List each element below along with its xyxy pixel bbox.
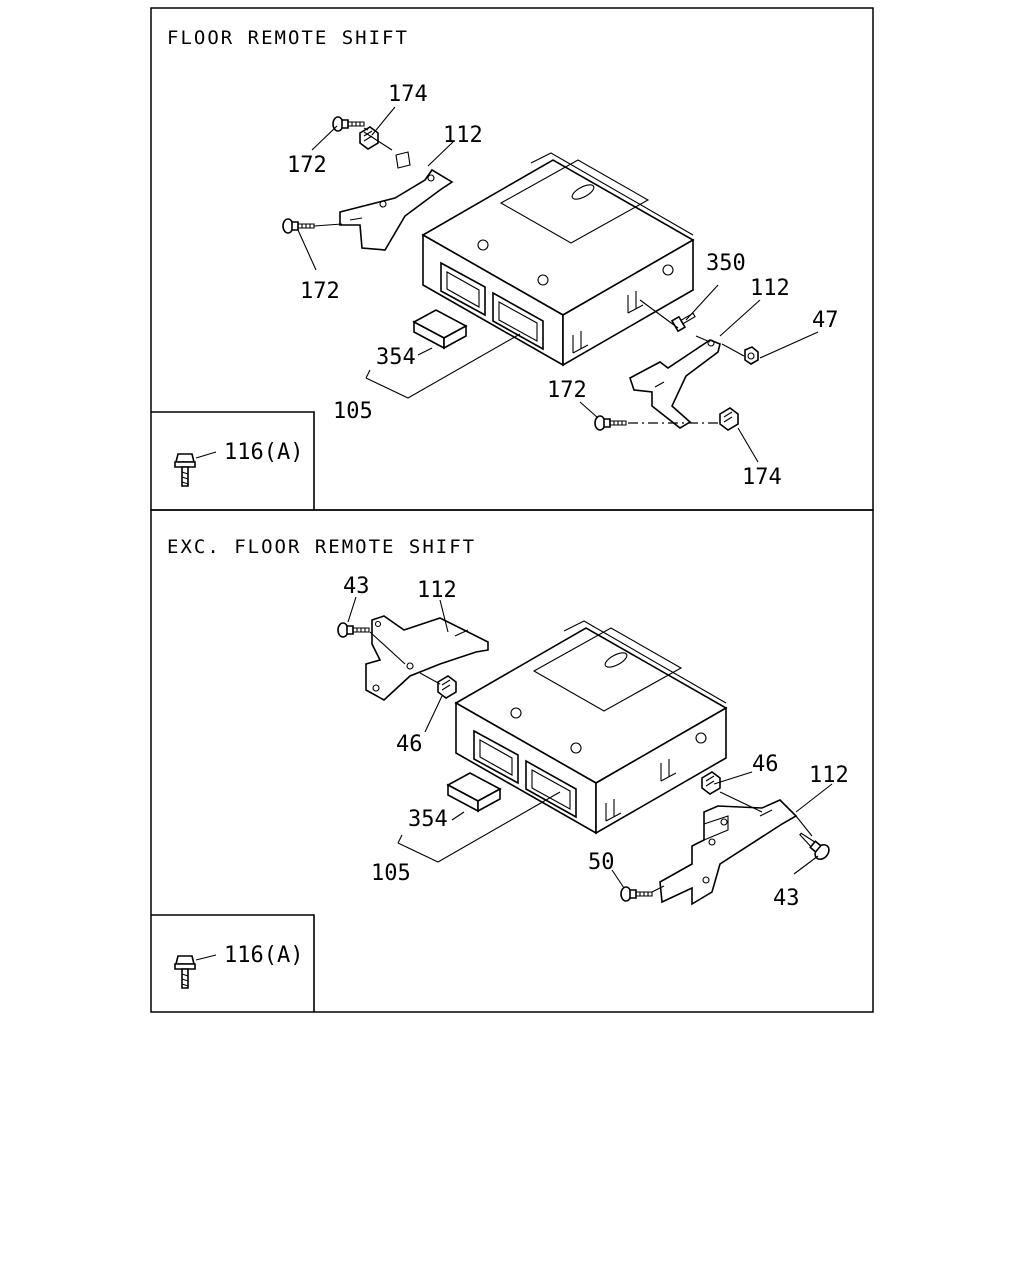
screw-50 [620, 886, 653, 902]
bolt-116-icon-bottom [174, 955, 196, 989]
screw-43-right [799, 832, 830, 861]
bracket-left-top [339, 168, 454, 251]
nut-47 [744, 346, 759, 365]
bracket-left-bottom [365, 615, 489, 701]
screw-172-right [594, 415, 627, 431]
bolt-350 [670, 312, 696, 333]
callout-105-bottom: 105 [371, 861, 411, 886]
callout-174-lower: 174 [742, 465, 782, 490]
clip-174-bottom-right [719, 407, 739, 431]
part-354-bottom [447, 772, 501, 812]
bottom-panel: EXC. FLOOR REMOTE SHIFT [150, 509, 874, 1013]
callout-50: 50 [588, 850, 615, 875]
callout-172-upper: 172 [287, 153, 327, 178]
callout-105: 105 [333, 399, 373, 424]
callout-43-lower: 43 [773, 886, 800, 911]
callout-350: 350 [706, 251, 746, 276]
callout-112-right: 112 [750, 276, 790, 301]
inset-label-116a-top: 116(A) [224, 440, 303, 465]
callout-354: 354 [376, 345, 416, 370]
inset-box-bottom: 116(A) [151, 914, 315, 1012]
top-panel-title: FLOOR REMOTE SHIFT [167, 27, 409, 49]
callout-354-bottom: 354 [408, 807, 448, 832]
callout-43-upper: 43 [343, 574, 370, 599]
screw-172-upper [332, 116, 365, 132]
top-panel: FLOOR REMOTE SHIFT [150, 7, 874, 511]
bolt-116-icon-top [174, 453, 196, 487]
callout-172-lower-left: 172 [300, 279, 340, 304]
callout-47: 47 [812, 308, 839, 333]
callout-46-right: 46 [752, 752, 779, 777]
nut-46-left [437, 675, 457, 699]
callout-112-upper-left-bottom: 112 [417, 578, 457, 603]
inset-label-116a-bottom: 116(A) [224, 943, 303, 968]
callout-172-right: 172 [547, 378, 587, 403]
bracket-right-top [629, 339, 721, 429]
callout-46-left: 46 [396, 732, 423, 757]
callout-112-right-bottom: 112 [809, 763, 849, 788]
bottom-panel-title: EXC. FLOOR REMOTE SHIFT [167, 536, 476, 558]
bracket-right-bottom [659, 799, 798, 906]
inset-box-top: 116(A) [151, 411, 315, 510]
callout-112-upper-left: 112 [443, 123, 483, 148]
part-354-top [413, 309, 467, 349]
screw-43-upper [337, 622, 370, 638]
bottom-panel-frame [150, 509, 874, 1013]
callout-174-upper: 174 [388, 82, 428, 107]
